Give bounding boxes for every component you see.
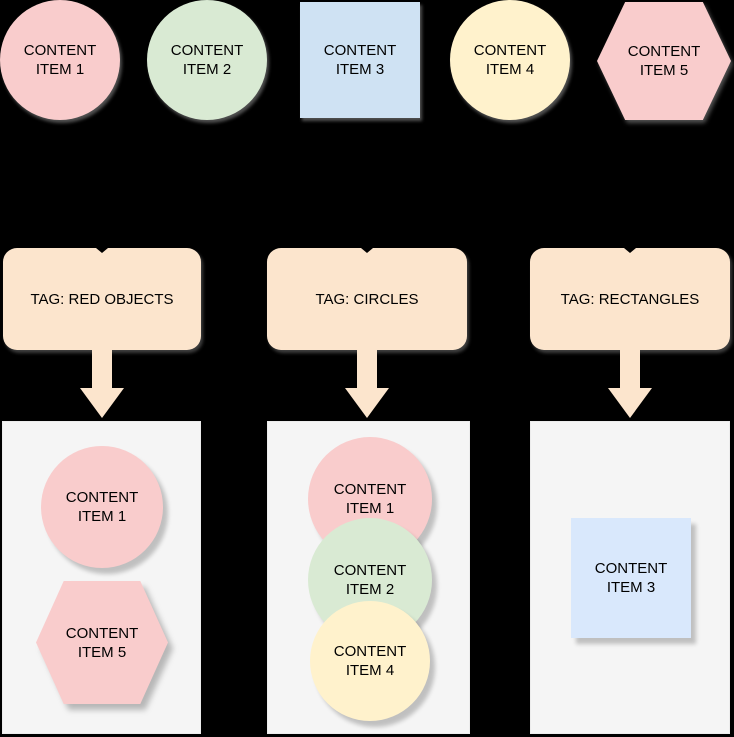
content-item-3-label: CONTENT ITEM 3 bbox=[323, 42, 397, 78]
content-item-1-label: CONTENT ITEM 1 bbox=[23, 42, 97, 78]
grouped-item-label: CONTENT ITEM 1 bbox=[333, 481, 407, 517]
tag-box-rectangles: TAG: RECTANGLES bbox=[530, 248, 730, 350]
content-item-5-label: CONTENT ITEM 5 bbox=[627, 43, 701, 79]
down-arrow-stem bbox=[92, 350, 112, 390]
content-item-1-circle: CONTENT ITEM 1 bbox=[0, 0, 120, 120]
grouped-item-3-square: CONTENT ITEM 3 bbox=[571, 518, 691, 638]
content-item-5-hexagon-fill: CONTENT ITEM 5 bbox=[597, 2, 731, 120]
group-container-red-objects: CONTENT ITEM 1 CONTENT ITEM 5 bbox=[2, 421, 201, 734]
content-item-3-square: CONTENT ITEM 3 bbox=[300, 2, 420, 118]
content-item-5-hexagon: CONTENT ITEM 5 bbox=[597, 2, 731, 120]
content-item-4-circle: CONTENT ITEM 4 bbox=[450, 0, 570, 120]
down-arrow-stem bbox=[620, 350, 640, 390]
grouped-item-label: CONTENT ITEM 4 bbox=[333, 643, 407, 679]
tag-label-red-objects: TAG: RED OBJECTS bbox=[30, 290, 174, 308]
content-item-2-circle: CONTENT ITEM 2 bbox=[147, 0, 267, 120]
grouped-item-label: CONTENT ITEM 1 bbox=[65, 489, 139, 525]
connector-arrowhead-icon bbox=[624, 248, 636, 253]
grouped-item-5-hexagon: CONTENT ITEM 5 bbox=[36, 581, 168, 704]
grouped-item-5-hexagon-fill: CONTENT ITEM 5 bbox=[36, 581, 168, 704]
group-container-rectangles: CONTENT ITEM 3 bbox=[530, 421, 730, 734]
connector-arrowhead-icon bbox=[96, 248, 108, 253]
content-item-4-label: CONTENT ITEM 4 bbox=[473, 42, 547, 78]
tag-label-rectangles: TAG: RECTANGLES bbox=[560, 290, 700, 308]
tag-box-circles: TAG: CIRCLES bbox=[267, 248, 467, 350]
group-container-circles: CONTENT ITEM 1 CONTENT ITEM 2 CONTENT IT… bbox=[267, 421, 470, 734]
grouped-item-1-circle: CONTENT ITEM 1 bbox=[41, 446, 163, 568]
grouped-item-4-circle: CONTENT ITEM 4 bbox=[310, 601, 430, 721]
tag-label-circles: TAG: CIRCLES bbox=[315, 290, 419, 308]
down-arrow-stem bbox=[357, 350, 377, 390]
down-arrow-icon bbox=[608, 388, 652, 418]
content-item-2-label: CONTENT ITEM 2 bbox=[170, 42, 244, 78]
down-arrow-icon bbox=[80, 388, 124, 418]
connector-arrowhead-icon bbox=[361, 248, 373, 253]
grouped-item-label: CONTENT ITEM 2 bbox=[333, 562, 407, 598]
tag-box-red-objects: TAG: RED OBJECTS bbox=[3, 248, 201, 350]
grouped-item-label: CONTENT ITEM 5 bbox=[65, 624, 139, 661]
down-arrow-icon bbox=[345, 388, 389, 418]
grouped-item-label: CONTENT ITEM 3 bbox=[594, 560, 668, 596]
